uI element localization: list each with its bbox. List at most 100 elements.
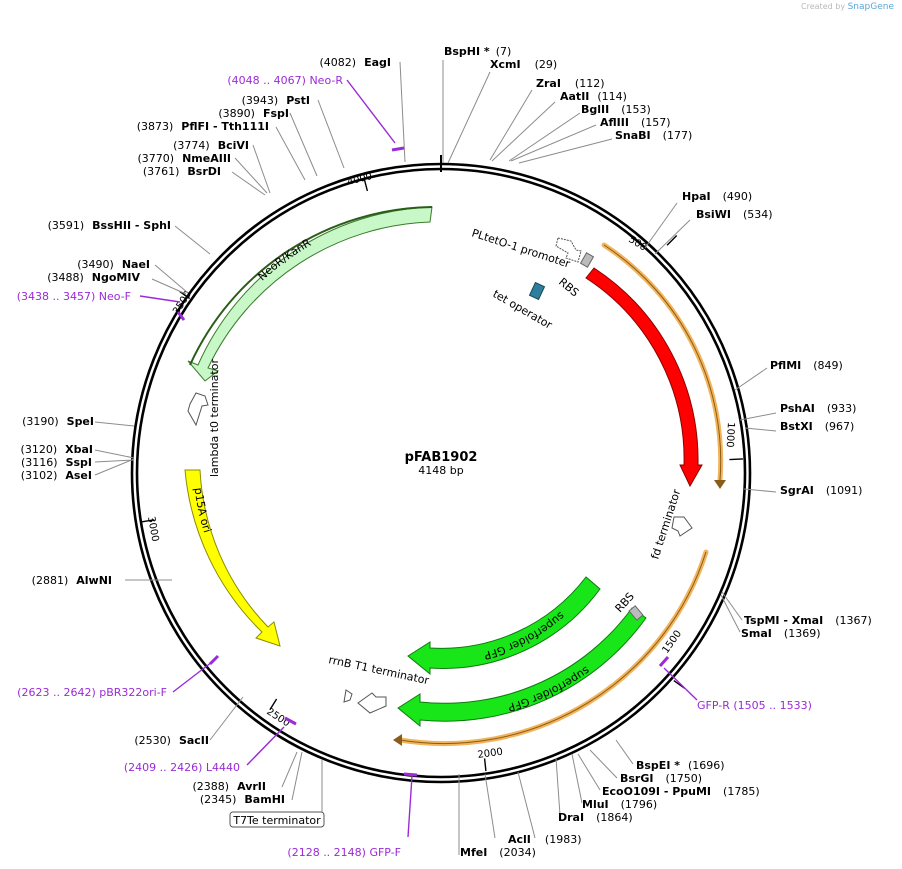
tick-label: 500	[626, 234, 648, 253]
site-name: AvrII	[237, 780, 266, 793]
site-pos: (3770)	[138, 152, 175, 165]
site-label: XcmI (29)	[490, 58, 557, 71]
primer-label: (4048 .. 4067) Neo-R	[227, 74, 343, 87]
site-label: PshAI(933)	[780, 402, 856, 415]
site-name: AflIII	[600, 116, 629, 129]
site-name: NgoMIV	[92, 271, 141, 284]
site-name: MfeI	[460, 846, 487, 859]
site-pos: (1696)	[688, 759, 725, 772]
site-label: (3873)PflFI - Tth111I	[137, 120, 269, 133]
site-pos: (2388)	[193, 780, 230, 793]
site-label: (4082)EagI	[320, 56, 391, 69]
neor-kanr-outline	[189, 206, 433, 366]
site-name: HpaI	[682, 190, 711, 203]
credit-brand: SnapGene	[847, 2, 894, 12]
site-label: (3190)SpeI	[22, 415, 94, 428]
site-name: PflMI	[770, 359, 801, 372]
site-name: BstXI	[780, 420, 813, 433]
site-name: BamHI	[244, 793, 285, 806]
site-label: (2345) BamHI	[200, 793, 285, 806]
pltet-promoter-text: PLtetO-1 promoter	[470, 226, 572, 270]
site-name: AatII	[560, 90, 589, 103]
site-name: NaeI	[122, 258, 150, 271]
site-name: SmaI	[741, 627, 772, 640]
site-pos: (7)	[496, 45, 512, 58]
site-label: AflIII(157)	[600, 116, 671, 129]
rbs-label-1: RBS	[556, 275, 581, 299]
sfgfp-feature-outer	[397, 607, 647, 728]
primer-label: (2128 .. 2148) GFP-F	[287, 846, 401, 859]
site-name: DraI	[558, 811, 584, 824]
site-label: MfeI (2034)	[460, 846, 536, 859]
t7te-terminator-box	[229, 811, 325, 828]
site-labels-left: (2345)BamHI (2388)AvrII (2530)SacII (288…	[21, 56, 391, 806]
site-name: BssHII - SphI	[92, 219, 171, 232]
neor-kanr-feature	[187, 206, 433, 382]
site-name: SpeI	[67, 415, 94, 428]
rbs-box-1	[579, 252, 595, 268]
plasmid-name: pFAB1902	[405, 450, 478, 465]
site-name: TspMI - XmaI	[744, 614, 823, 627]
site-name: BsrDI	[187, 165, 221, 178]
orange-arrowhead	[714, 480, 726, 489]
site-label: (3120)XbaI	[21, 443, 93, 456]
tet-operator-text: tet operator	[491, 287, 555, 332]
lambda-t0-terminator-arrow	[187, 392, 209, 427]
site-pos: (112)	[575, 77, 605, 90]
site-name: FspI	[263, 107, 289, 120]
tick-label: 4000	[346, 171, 373, 188]
site-name: AseI	[65, 469, 92, 482]
site-name: XcmI	[490, 58, 521, 71]
site-label: TspMI - XmaI (1367)	[744, 614, 872, 627]
site-label: BspHI *(7)	[444, 45, 511, 58]
site-pos: (3774)	[173, 139, 210, 152]
site-pos: (1367)	[835, 614, 872, 627]
site-label: EcoO109I - PpuMI(1785)	[602, 785, 760, 798]
primer-label: (2623 .. 2642) pBR322ori-F	[17, 686, 167, 699]
site-pos: (1750)	[665, 772, 702, 785]
site-name: BsiWI	[696, 208, 731, 221]
tick-label: 3000	[145, 516, 160, 543]
site-name: BspEI *	[636, 759, 680, 772]
sfgfp-label-inner: superfolder GFP	[482, 609, 567, 662]
site-pos: (1864)	[596, 811, 633, 824]
site-label: SnaBI(177)	[615, 129, 692, 142]
snapgene-credit: Created by SnapGene	[801, 2, 894, 12]
site-pos: (2881)	[32, 574, 69, 587]
orange-arrowhead	[393, 734, 402, 746]
site-label: (3770)NmeAIII	[138, 152, 232, 165]
mrfp1-feature	[585, 267, 703, 488]
site-label: BsiWI(534)	[696, 208, 773, 221]
pltet-promoter-arrow	[555, 237, 582, 263]
site-pos: (3591)	[48, 219, 85, 232]
site-pos: (3890)	[218, 107, 255, 120]
t7te-terminator-text: T7Te terminator	[232, 814, 321, 827]
site-pos: (1369)	[784, 627, 821, 640]
lambda-t0-terminator-text: lambda t0 terminator	[208, 359, 221, 477]
site-pos: (1796)	[621, 798, 658, 811]
site-label: HpaI (490)	[682, 190, 752, 203]
site-labels: BspHI *(7) XcmI(29) ZraI(112) AatII(114)…	[444, 45, 872, 859]
site-label: PflMI(849)	[770, 359, 843, 372]
site-pos: (490)	[723, 190, 753, 203]
site-name: XbaI	[65, 443, 93, 456]
plasmid-size: 4148 bp	[418, 464, 463, 477]
fd-terminator-arrow	[671, 516, 693, 537]
site-pos: (29)	[535, 58, 558, 71]
site-pos: (2345)	[200, 793, 237, 806]
site-name: PflFI - Tth111I	[181, 120, 269, 133]
primer-marks	[139, 79, 698, 838]
site-name: EcoO109I - PpuMI	[602, 785, 711, 798]
site-pos: (3102)	[21, 469, 58, 482]
site-pos: (3116)	[21, 456, 58, 469]
site-pos: (2034)	[499, 846, 536, 859]
primer-label: (3438 .. 3457) Neo-F	[17, 290, 131, 303]
site-name: BsrGI	[620, 772, 653, 785]
site-label: (3488)NgoMIV	[47, 271, 140, 284]
credit-prefix: Created by	[801, 2, 846, 11]
site-name: EagI	[364, 56, 391, 69]
site-label: SgrAI(1091)	[780, 484, 862, 497]
tet-operator-label: tet operator	[491, 287, 555, 332]
site-pos: (3943)	[242, 94, 279, 107]
